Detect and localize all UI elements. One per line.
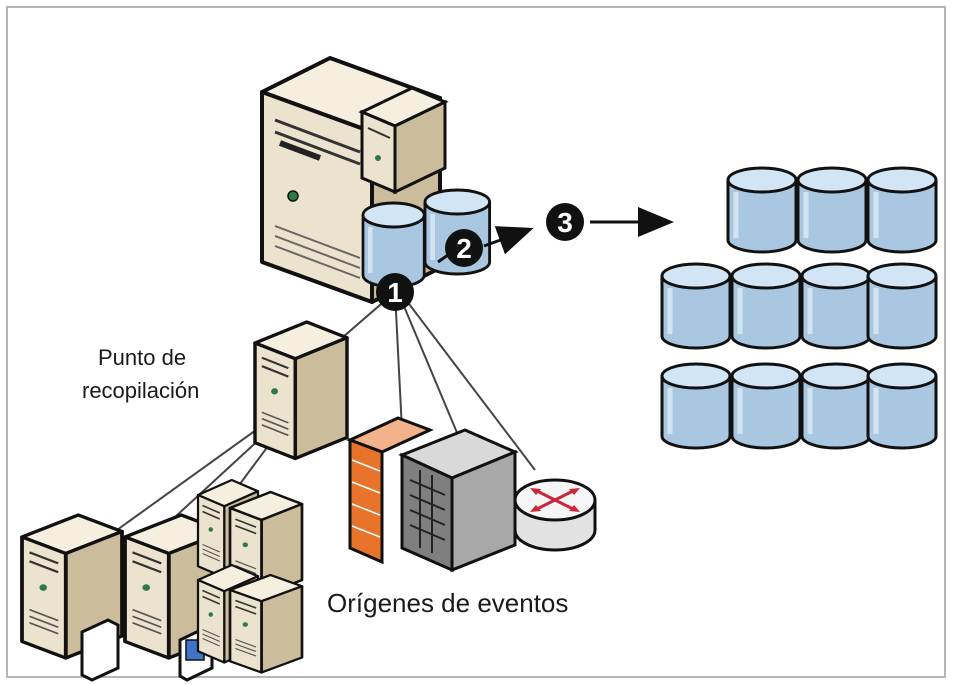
event-sources	[346, 416, 597, 573]
database-icon	[798, 168, 866, 252]
router-icon	[513, 478, 597, 552]
db-row-1	[728, 168, 936, 252]
server-stack	[196, 478, 304, 674]
database-icon	[732, 364, 800, 448]
collection-point-label-line2: recopilación	[82, 378, 200, 403]
document-icon	[80, 618, 120, 682]
step-badge-2: 2	[445, 229, 483, 267]
collection-point-server	[253, 320, 349, 461]
db-row-2	[662, 264, 936, 348]
database-icon	[728, 168, 796, 252]
flow-arrows	[483, 207, 674, 255]
central-server	[260, 56, 449, 304]
database-icon	[802, 364, 870, 448]
database-icon	[868, 168, 936, 252]
step-badge-3: 3	[546, 203, 584, 241]
database-icon	[662, 264, 730, 348]
database-icon	[662, 364, 730, 448]
step-number-3: 3	[557, 207, 573, 238]
step-number-1: 1	[387, 277, 403, 308]
client-machines	[20, 478, 304, 682]
step-badge-1: 1	[376, 273, 414, 311]
database-icon	[802, 264, 870, 348]
database-icon	[868, 264, 936, 348]
collection-point-label-line1: Punto de	[98, 345, 187, 370]
database-icon	[868, 364, 936, 448]
security-appliance-icon	[398, 428, 519, 573]
db-row-3	[662, 364, 936, 448]
database-farm	[662, 168, 936, 448]
database-icon	[732, 264, 800, 348]
step-number-2: 2	[456, 233, 472, 264]
event-sources-label: Orígenes de eventos	[327, 588, 569, 618]
firewall-icon	[346, 416, 434, 565]
